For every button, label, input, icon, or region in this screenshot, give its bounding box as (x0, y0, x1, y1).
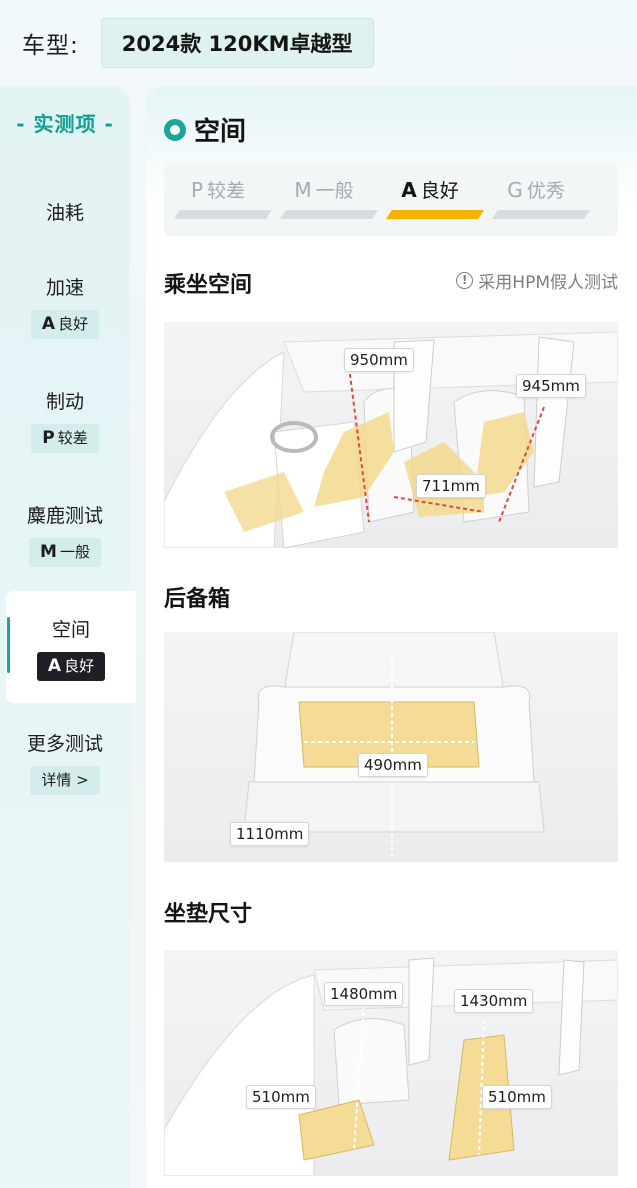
header: 车型: 2024款 120KM卓越型 (0, 0, 637, 86)
model-selector[interactable]: 2024款 120KM卓越型 (100, 18, 374, 68)
info-icon: ! (456, 272, 474, 289)
details-link[interactable]: 详情 > (30, 766, 100, 795)
dim-trunk-depth: 490mm (358, 753, 428, 777)
seating-space-title: 乘坐空间 (164, 273, 253, 298)
trunk-diagram: 490mm 1110mm 1120mm 640mm (164, 632, 618, 862)
dim-front-headroom: 950mm (344, 348, 414, 372)
dim-rear-cushion-width: 1430mm (454, 989, 534, 1013)
rating-bar (280, 210, 378, 219)
dim-rear-headroom: 945mm (516, 374, 586, 398)
sidebar-item-label: 加速 (45, 277, 84, 299)
hpm-note[interactable]: ! 采用HPM假人测试 (456, 268, 618, 293)
sidebar-item-fuel[interactable]: 油耗 (0, 198, 130, 225)
cushion-diagram: 1480mm 1430mm 510mm 510mm (164, 950, 618, 1176)
dim-front-cushion-depth: 510mm (246, 1085, 316, 1109)
rating-bar-selected (386, 210, 484, 219)
rating-bar (174, 210, 272, 219)
sidebar-item-label: 制动 (45, 391, 84, 413)
trunk-title: 后备箱 (164, 587, 231, 612)
trunk-illustration (243, 632, 545, 857)
model-label: 车型: (22, 33, 79, 59)
sidebar-title: - 实测项 - (16, 112, 114, 136)
sidebar-item-label: 麋鹿测试 (26, 505, 103, 527)
sidebar-item-label: 空间 (51, 619, 90, 641)
sidebar-item-label: 更多测试 (26, 733, 103, 755)
dim-trunk-width: 1110mm (230, 822, 310, 846)
sidebar-item-more-tests: 更多测试 详情 > (0, 729, 130, 795)
section-header: 空间 (164, 111, 246, 148)
section-title: 空间 (194, 117, 247, 147)
sidebar-item-label: 油耗 (45, 202, 84, 224)
cushion-title: 坐垫尺寸 (164, 902, 253, 927)
dim-front-cushion-width: 1480mm (324, 982, 404, 1006)
rating-bar (492, 210, 590, 219)
seating-diagram: 950mm 945mm 711mm (164, 322, 618, 548)
ring-icon (164, 118, 186, 141)
dim-rear-legroom: 711mm (416, 474, 486, 498)
dim-rear-cushion-depth: 510mm (482, 1085, 552, 1109)
